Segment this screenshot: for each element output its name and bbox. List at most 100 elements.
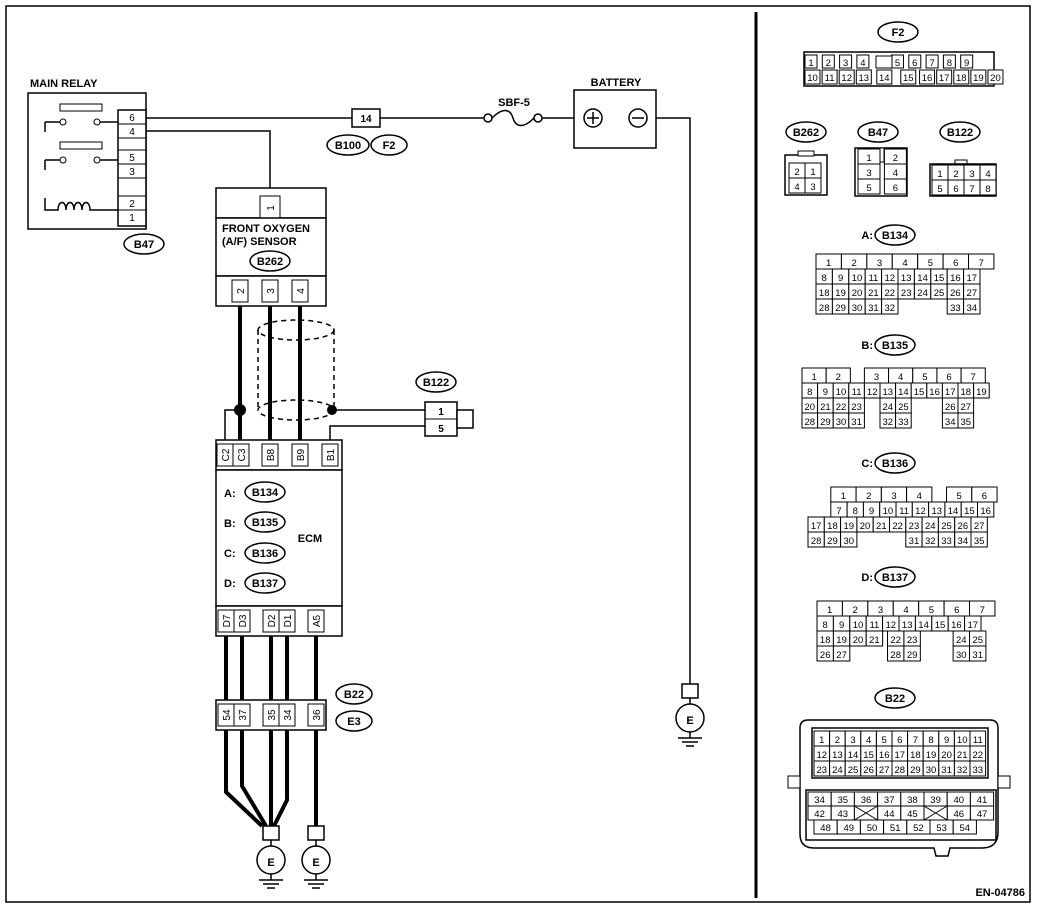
- svg-text:3: 3: [891, 491, 896, 502]
- battery-title: BATTERY: [591, 77, 642, 89]
- f2-pin-6: 6: [912, 58, 917, 69]
- svg-text:14: 14: [948, 506, 959, 517]
- svg-text:13: 13: [902, 620, 913, 631]
- svg-text:25: 25: [934, 288, 945, 299]
- svg-text:35: 35: [961, 417, 972, 428]
- sensor-title-line2: (A/F) SENSOR: [222, 236, 297, 248]
- b262-pin-3: 3: [804, 177, 822, 194]
- b122-pin-7: 7: [963, 179, 981, 196]
- b47-title: B47: [868, 127, 888, 139]
- b22-pin-22: 22: [973, 750, 984, 761]
- b262-title: B262: [793, 127, 819, 139]
- svg-text:1: 1: [810, 167, 815, 178]
- svg-text:5: 5: [937, 184, 942, 195]
- b136-pin-26: 26: [954, 516, 972, 533]
- b135-pin-26: 26: [941, 397, 959, 414]
- b136-pin-14: 14: [944, 501, 962, 518]
- b134-pin-13: 13: [897, 268, 915, 285]
- b22-pin-5: 5: [882, 735, 887, 746]
- f2-pin-18: 18: [956, 73, 967, 84]
- b135-pin-11: 11: [848, 382, 865, 399]
- b136-pin-13: 13: [928, 501, 946, 518]
- b135-pin-28: 28: [801, 412, 819, 429]
- b137-pin-26: 26: [816, 645, 834, 662]
- b122-pin-2: 2: [947, 164, 965, 181]
- f2-pin-2: 2: [826, 58, 831, 69]
- b135-pin-8: 8: [801, 382, 819, 399]
- svg-text:25: 25: [898, 402, 909, 413]
- svg-text:22: 22: [836, 402, 847, 413]
- svg-text:33: 33: [898, 417, 909, 428]
- b135-pin-27: 27: [957, 397, 975, 414]
- b134-pin-9: 9: [831, 268, 850, 285]
- b137-pin-18: 18: [816, 630, 834, 647]
- svg-text:12: 12: [915, 506, 926, 517]
- b137-pin-29: 29: [903, 645, 921, 662]
- b134-pin-24: 24: [913, 283, 932, 300]
- b262-pin-1: 1: [804, 162, 822, 179]
- svg-text:1: 1: [841, 491, 846, 502]
- b134-pin-14: 14: [913, 268, 932, 285]
- relay-pin-4: 4: [129, 127, 135, 138]
- b136-pin-7: 7: [830, 501, 848, 518]
- b135-pin-3: 3: [863, 367, 890, 384]
- b137-pin-23: 23: [903, 630, 921, 647]
- front-oxygen-sensor: 1 FRONT OXYGEN (A/F) SENSOR B262 2 3 4: [215, 187, 327, 307]
- b136-pin-16: 16: [977, 501, 995, 518]
- svg-text:8: 8: [822, 273, 827, 284]
- b22-pin-34: 34: [814, 795, 825, 806]
- ecm-pin-b9: B9: [296, 448, 307, 461]
- ground-3-label: E: [686, 715, 693, 727]
- svg-text:11: 11: [899, 506, 909, 517]
- svg-text:20: 20: [860, 521, 871, 532]
- b122-pin-6: 6: [947, 179, 965, 196]
- svg-text:4: 4: [903, 605, 908, 616]
- svg-text:25: 25: [972, 635, 983, 646]
- svg-text:30: 30: [852, 303, 863, 314]
- b134-pin-32: 32: [881, 298, 899, 315]
- b135-pin-9: 9: [817, 382, 834, 399]
- b122-title: B122: [947, 127, 973, 139]
- f2-title: F2: [892, 27, 905, 39]
- b135-pin-22: 22: [832, 397, 850, 414]
- svg-text:11: 11: [868, 273, 878, 284]
- svg-text:3: 3: [877, 258, 882, 269]
- relay-pin-5: 5: [129, 153, 135, 164]
- b136-pin-9: 9: [862, 501, 881, 518]
- b122-pin-1: 1: [931, 164, 949, 181]
- b22-pin-26: 26: [863, 765, 874, 776]
- f2-inline-connector: 14 B100 F2: [326, 108, 408, 156]
- b135-pin-29: 29: [817, 412, 834, 429]
- b22-title: B22: [885, 693, 905, 705]
- b22-pin-39: 39: [930, 795, 941, 806]
- svg-text:12: 12: [886, 620, 897, 631]
- b136-pin-31: 31: [905, 531, 923, 548]
- b137-title: B137: [882, 572, 908, 584]
- b135-title: B135: [882, 340, 908, 352]
- ground-symbol-3: E: [675, 683, 705, 747]
- svg-text:23: 23: [907, 635, 918, 646]
- ecm-conn-c-prefix: C:: [224, 548, 236, 560]
- b22-pin-44: 44: [884, 809, 895, 820]
- b137-pin-6: 6: [943, 600, 971, 617]
- svg-text:18: 18: [819, 288, 830, 299]
- b134-pin-2: 2: [840, 253, 868, 270]
- b22-pin-1: 1: [819, 735, 824, 746]
- relay-pin-3: 3: [129, 167, 135, 178]
- b136-pin-2: 2: [855, 486, 882, 503]
- b22-pin-34: 34: [283, 709, 294, 721]
- b135-pin-31: 31: [848, 412, 865, 429]
- svg-text:22: 22: [890, 635, 901, 646]
- b22-pin-42: 42: [814, 809, 825, 820]
- b22-pin-38: 38: [907, 795, 918, 806]
- b22-label: B22: [344, 689, 364, 701]
- b137-pin-27: 27: [832, 645, 851, 662]
- sensor-pin-1: 1: [266, 205, 277, 211]
- svg-text:21: 21: [869, 635, 880, 646]
- svg-text:15: 15: [914, 387, 925, 398]
- svg-text:21: 21: [820, 402, 831, 413]
- b135-pin-2: 2: [825, 367, 851, 384]
- svg-text:2: 2: [851, 258, 856, 269]
- document-id: EN-04786: [975, 887, 1025, 899]
